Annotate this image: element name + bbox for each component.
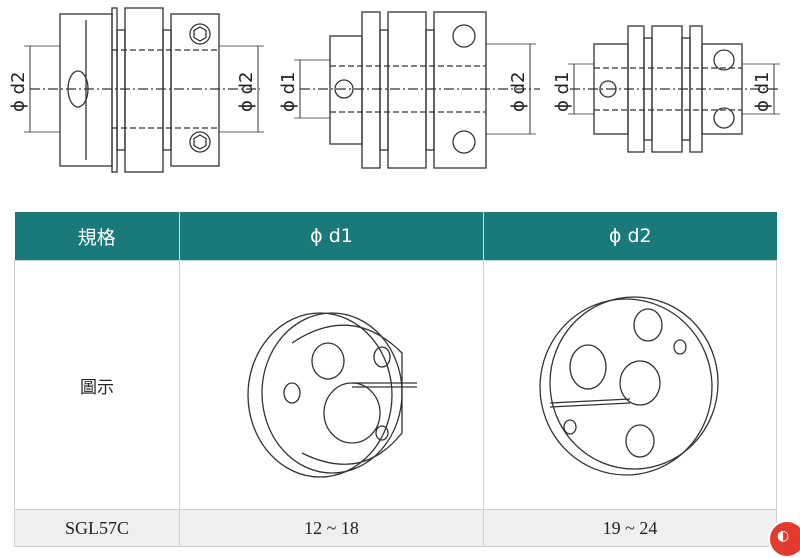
dim-label-right-inner: ϕ d1 [752, 72, 773, 112]
d2-range-cell: 19 ~ 24 [483, 509, 777, 547]
dim-label-middle-outer: ϕ d1 [278, 72, 299, 112]
d1-range-cell: 12 ~ 18 [179, 509, 484, 547]
corner-button-icon[interactable]: ◐ [768, 520, 800, 558]
table-header-row: 規格 ϕ d1 ϕ d2 [14, 212, 777, 261]
d2-hub-illustration [539, 295, 719, 476]
d1-hub-illustration [246, 311, 417, 478]
coupling-drawing-left [24, 7, 264, 173]
d2-hub-illustration-cell [483, 260, 777, 510]
table-row-sgl57c: SGL57C 12 ~ 18 19 ~ 24 [14, 509, 777, 547]
dim-label-right-outer: ϕ d1 [552, 72, 573, 112]
header-d1: ϕ d1 [179, 212, 484, 261]
illustration-label: 圖示 [14, 260, 180, 510]
coupling-drawing-right [568, 25, 780, 153]
spec-table: 規格 ϕ d1 ϕ d2 圖示 [14, 212, 777, 547]
technical-drawings: ϕ d2 ϕ d2 ϕ d1 ϕ d2 ϕ d1 ϕ d1 [8, 7, 780, 173]
d1-hub-illustration-cell [179, 260, 484, 510]
dim-label-left-outer: ϕ d2 [8, 72, 29, 112]
dim-label-middle-inner: ϕ d2 [508, 72, 529, 112]
header-d2: ϕ d2 [483, 212, 777, 261]
corner-button-glyph: ◐ [777, 528, 790, 544]
model-cell: SGL57C [14, 509, 180, 547]
hex-socket-screw-icon [193, 26, 207, 150]
header-spec: 規格 [14, 212, 180, 261]
dim-label-left-inner: ϕ d2 [236, 72, 257, 112]
table-row-illustration: 圖示 [14, 260, 777, 510]
d2-range-value: 19 ~ 24 [602, 517, 658, 538]
coupling-drawing-middle [294, 11, 540, 169]
